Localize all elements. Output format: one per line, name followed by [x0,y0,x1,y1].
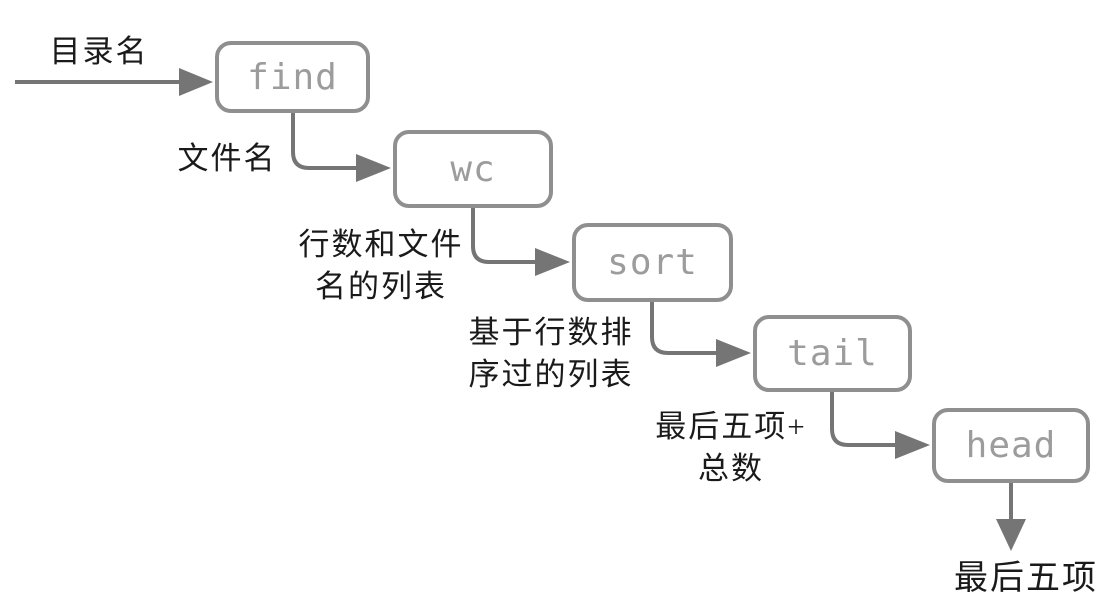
edge-label-output: 最后五项 [954,560,1098,597]
node-tail-label: tail [787,333,878,374]
arrow-wc-to-sort-head-icon [535,248,570,276]
edge-label-wc-to-sort: 行数和文件 名的列表 [298,227,464,304]
arrow-find-to-wc-line [291,112,357,170]
arrow-wc-to-sort-line [471,208,536,264]
output-arrow-head-icon [996,519,1026,551]
arrow-find-to-wc-head-icon [356,154,391,182]
node-head-label: head [965,425,1057,466]
node-find: find [215,41,370,113]
arrow-sort-to-tail-line [650,302,717,355]
node-tail: tail [753,315,912,392]
node-head: head [932,408,1090,483]
arrow-sort-to-tail-head-icon [716,339,751,367]
input-arrow-head-icon [179,68,213,96]
node-wc: wc [393,130,553,208]
node-sort: sort [572,223,733,302]
edge-label-find-to-wc: 文件名 [177,141,277,176]
edge-label-sort-to-tail: 基于行数排 序过的列表 [468,315,634,392]
node-find-label: find [247,56,338,98]
node-wc-label: wc [450,148,496,190]
edge-label-tail-to-head: 最后五项+ 总数 [655,409,807,486]
node-sort-label: sort [607,242,698,283]
edge-label-input: 目录名 [49,34,149,69]
arrow-tail-to-head-head-icon [895,431,930,459]
arrow-tail-to-head-line [830,392,896,447]
